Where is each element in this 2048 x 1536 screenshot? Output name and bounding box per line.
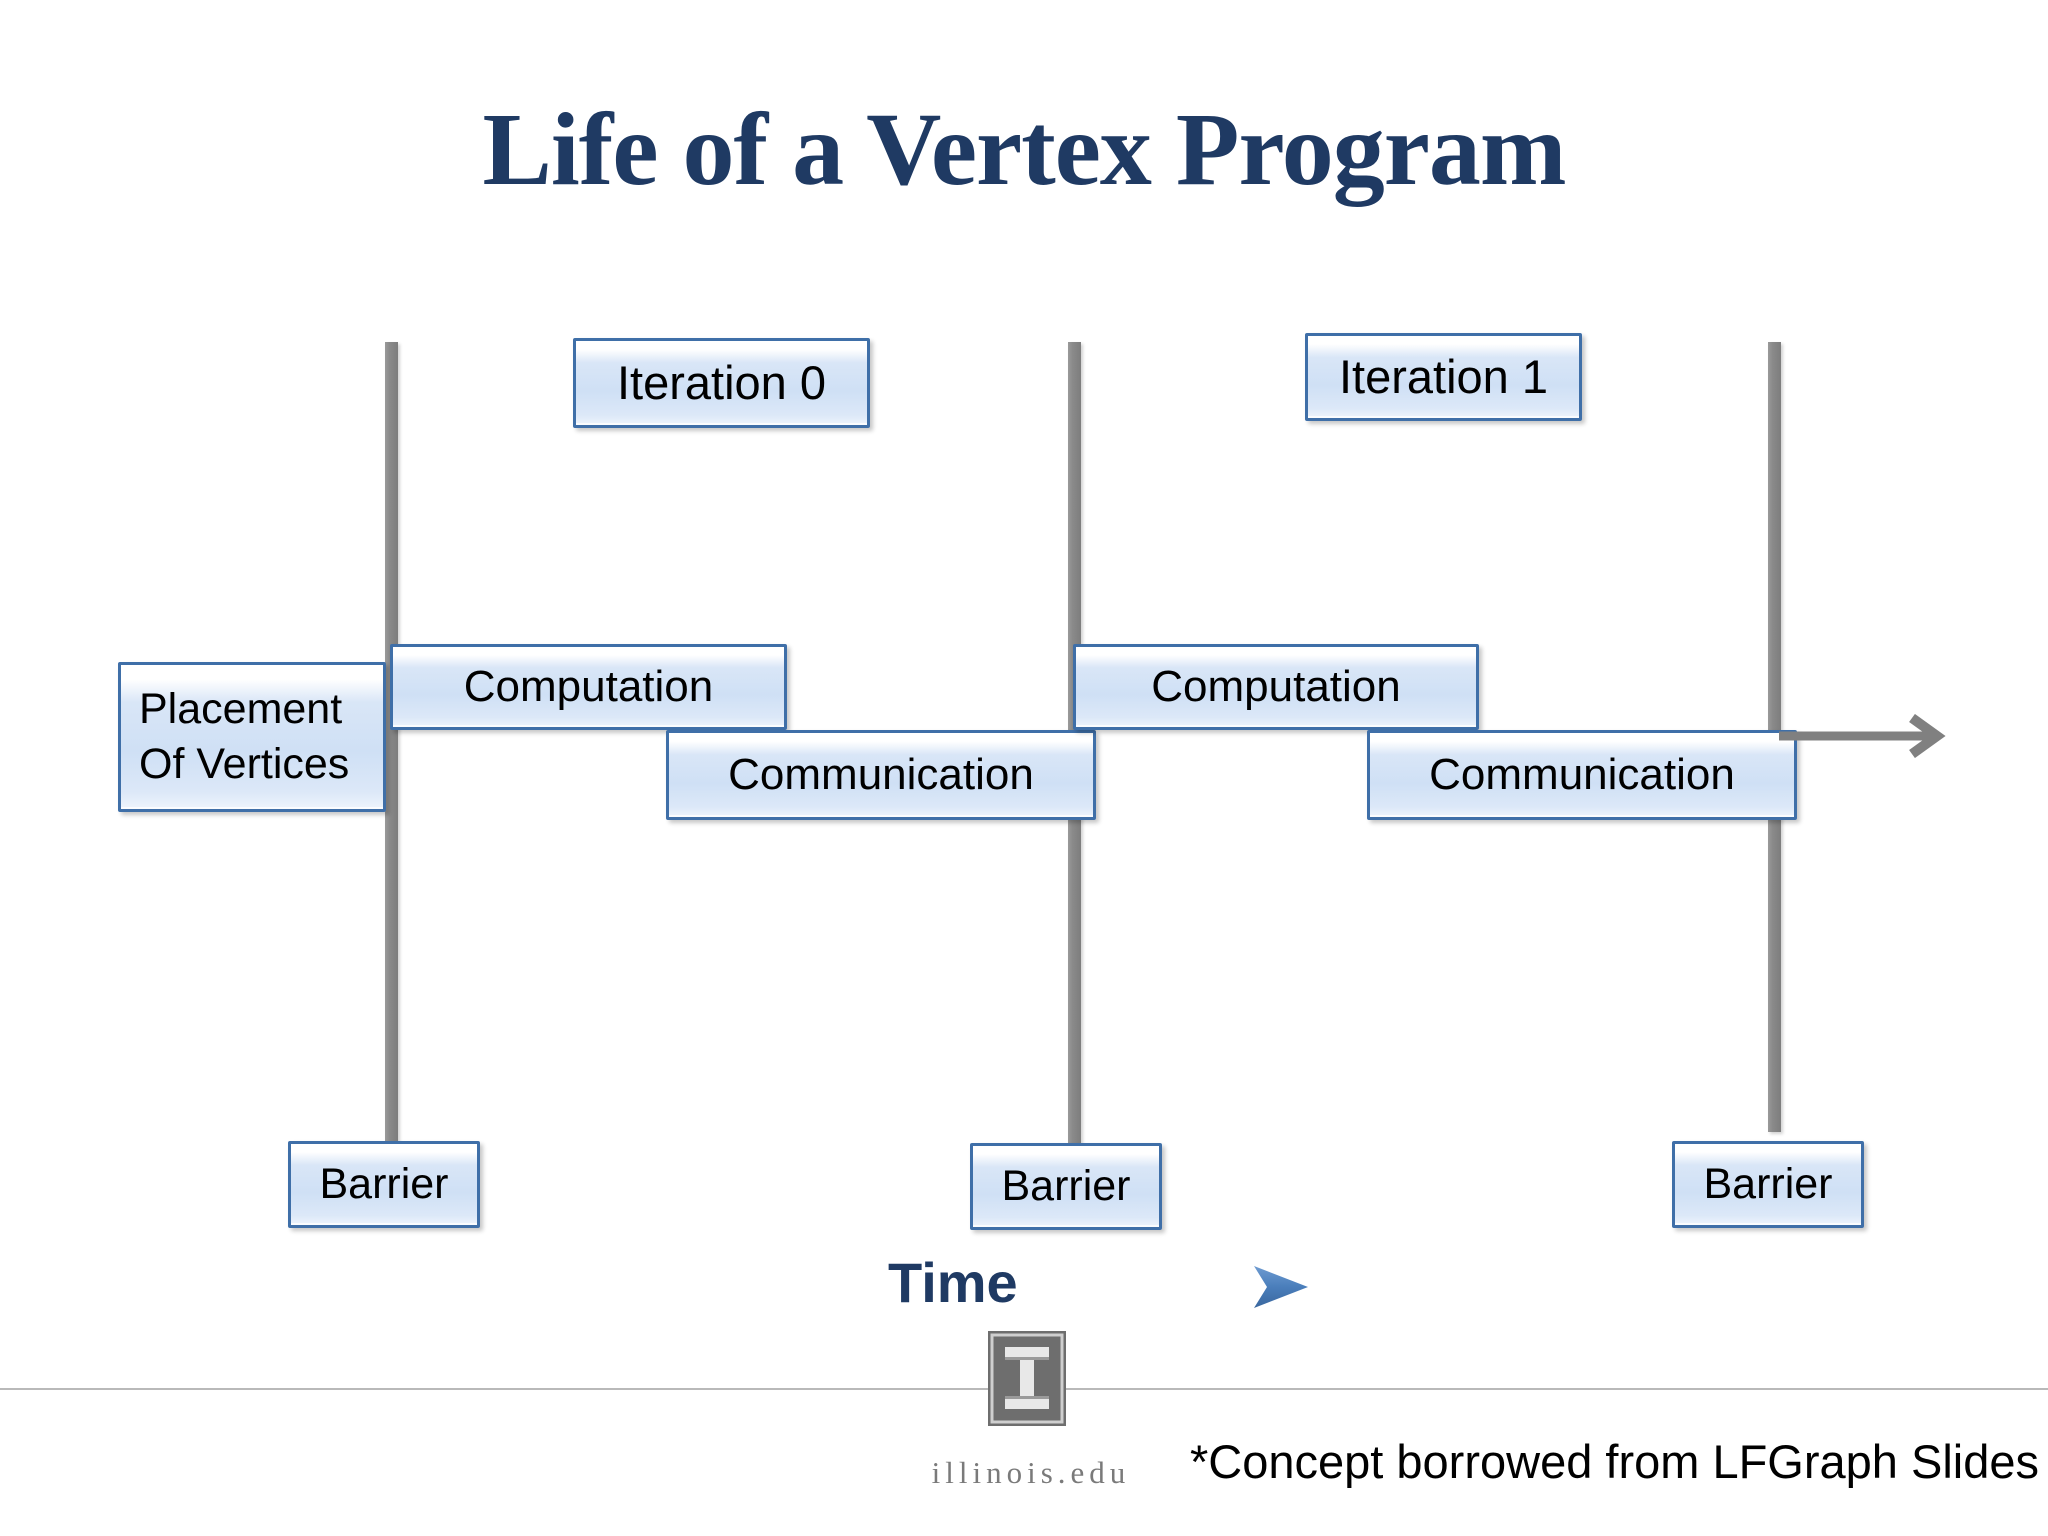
computation-box-1-text: Computation — [1151, 661, 1401, 711]
communication-box-0[interactable]: Communication — [666, 730, 1096, 820]
time-direction-arrow-icon — [1064, 1266, 1308, 1308]
time-axis-label: Time — [888, 1251, 1018, 1314]
computation-box-0-text: Computation — [463, 661, 714, 711]
placement-line-2: Of Vertices — [139, 740, 350, 788]
iteration-label-0-text: Iteration 0 — [616, 355, 827, 409]
placement-line-1: Placement — [139, 684, 343, 733]
illinois-block-i-logo-icon — [988, 1331, 1066, 1426]
communication-box-1-text: Communication — [1429, 749, 1735, 799]
barrier-box-1-text: Barrier — [1001, 1161, 1131, 1210]
time-axis-arrow-icon — [1779, 714, 1946, 758]
barrier-line-0 — [385, 342, 398, 1152]
page-title: Life of a Vertex Program — [482, 92, 1566, 207]
illinois-edu-wordmark: illinois.edu — [931, 1455, 1131, 1490]
iteration-label-1-text: Iteration 1 — [1338, 349, 1549, 403]
placement-box-text: Placement Of Vertices — [139, 682, 349, 792]
communication-box-1[interactable]: Communication — [1367, 730, 1797, 820]
computation-box-1[interactable]: Computation — [1073, 644, 1479, 730]
barrier-box-2-text: Barrier — [1703, 1159, 1833, 1208]
barrier-box-2[interactable]: Barrier — [1672, 1141, 1864, 1228]
communication-box-0-text: Communication — [728, 749, 1034, 799]
computation-box-0[interactable]: Computation — [390, 644, 787, 730]
iteration-label-0[interactable]: Iteration 0 — [573, 338, 870, 428]
placement-of-vertices-box[interactable]: Placement Of Vertices — [118, 662, 386, 812]
barrier-box-0-text: Barrier — [319, 1159, 449, 1208]
iteration-label-1[interactable]: Iteration 1 — [1305, 333, 1582, 421]
barrier-box-0[interactable]: Barrier — [288, 1141, 480, 1228]
barrier-box-1[interactable]: Barrier — [970, 1143, 1162, 1230]
footnote-text: *Concept borrowed from LFGraph Slides — [1190, 1435, 2040, 1488]
